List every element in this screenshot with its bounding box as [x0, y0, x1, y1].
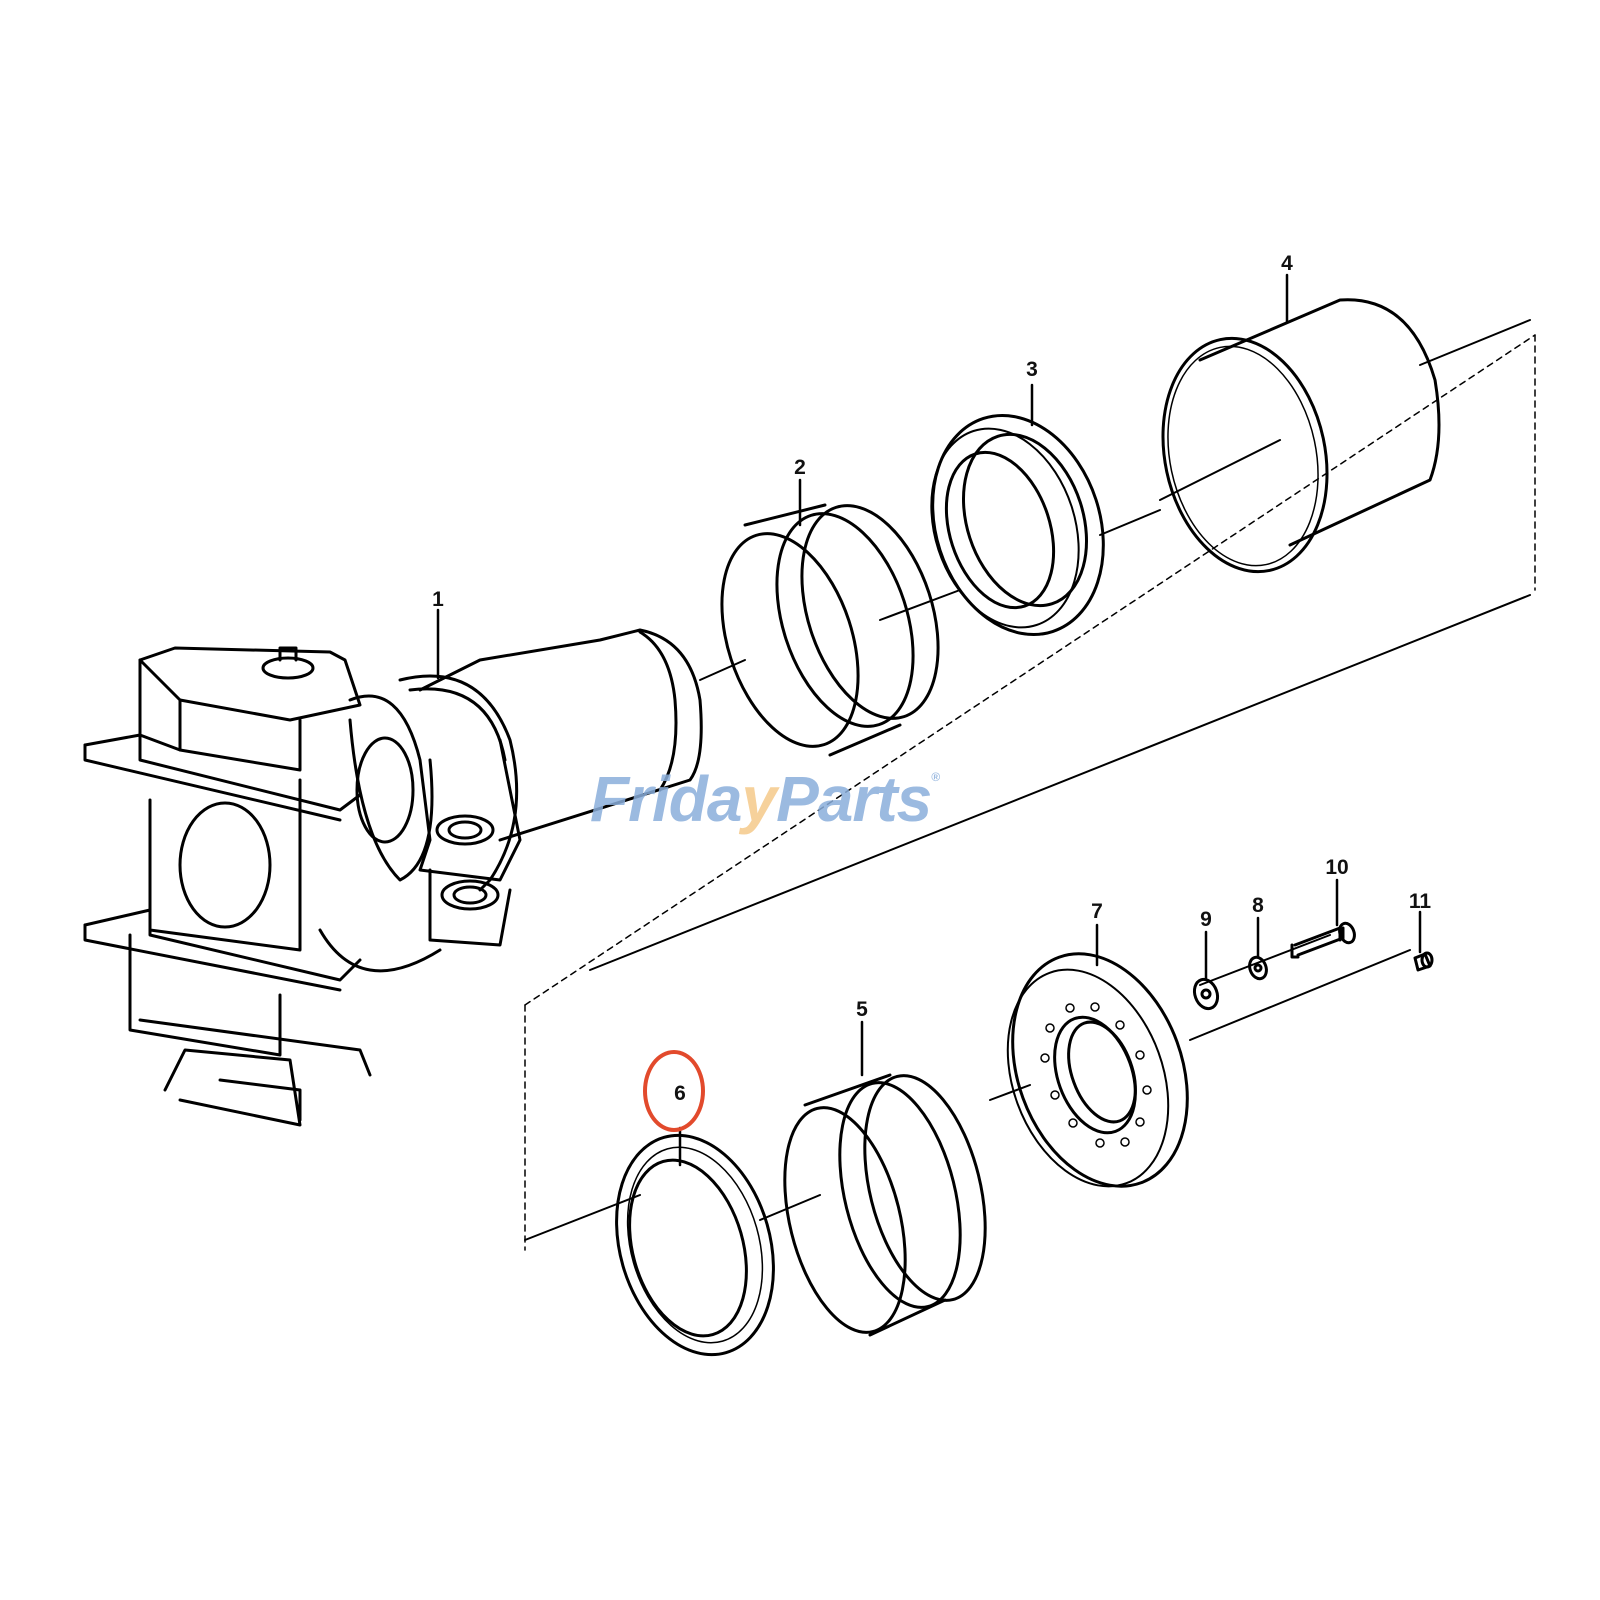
part-7-hub-cover [1006, 923, 1189, 1188]
highlight-ring-callout-6 [643, 1050, 705, 1132]
callout-8: 8 [1252, 894, 1264, 917]
callout-10: 10 [1325, 856, 1349, 879]
part-1-axle-housing [83, 608, 703, 1127]
callout-2: 2 [794, 456, 806, 479]
callout-3: 3 [1026, 358, 1038, 381]
callout-4: 4 [1281, 252, 1293, 275]
callout-7: 7 [1091, 900, 1103, 923]
dashed-group-frame [524, 334, 1536, 1251]
registered-mark-icon: ® [931, 770, 940, 784]
fridayparts-watermark-logo: FridayParts® [590, 762, 940, 836]
watermark-checkmark-y: y [741, 763, 777, 835]
watermark-text-parts: Parts [776, 763, 932, 835]
axis-line-upper [589, 319, 1531, 971]
callout-11: 11 [1408, 890, 1432, 913]
callout-1: 1 [432, 588, 444, 611]
part-10-bolt [1290, 878, 1356, 959]
part-9-washer [1192, 930, 1220, 1011]
part-3-tapered-roller-bearing [930, 383, 1105, 636]
watermark-text-frida: Frida [590, 763, 742, 835]
part-8-washer [1248, 916, 1268, 981]
part-2-bearing-cup [720, 478, 940, 757]
part-4-sleeve [1161, 273, 1441, 574]
callout-9: 9 [1200, 908, 1212, 931]
part-6-seal-ring [615, 1126, 775, 1357]
callout-5: 5 [856, 998, 868, 1021]
part-11-plug [1413, 910, 1434, 972]
part-5-bearing-cup [783, 1020, 987, 1337]
axis-line-lower [524, 934, 1411, 1241]
